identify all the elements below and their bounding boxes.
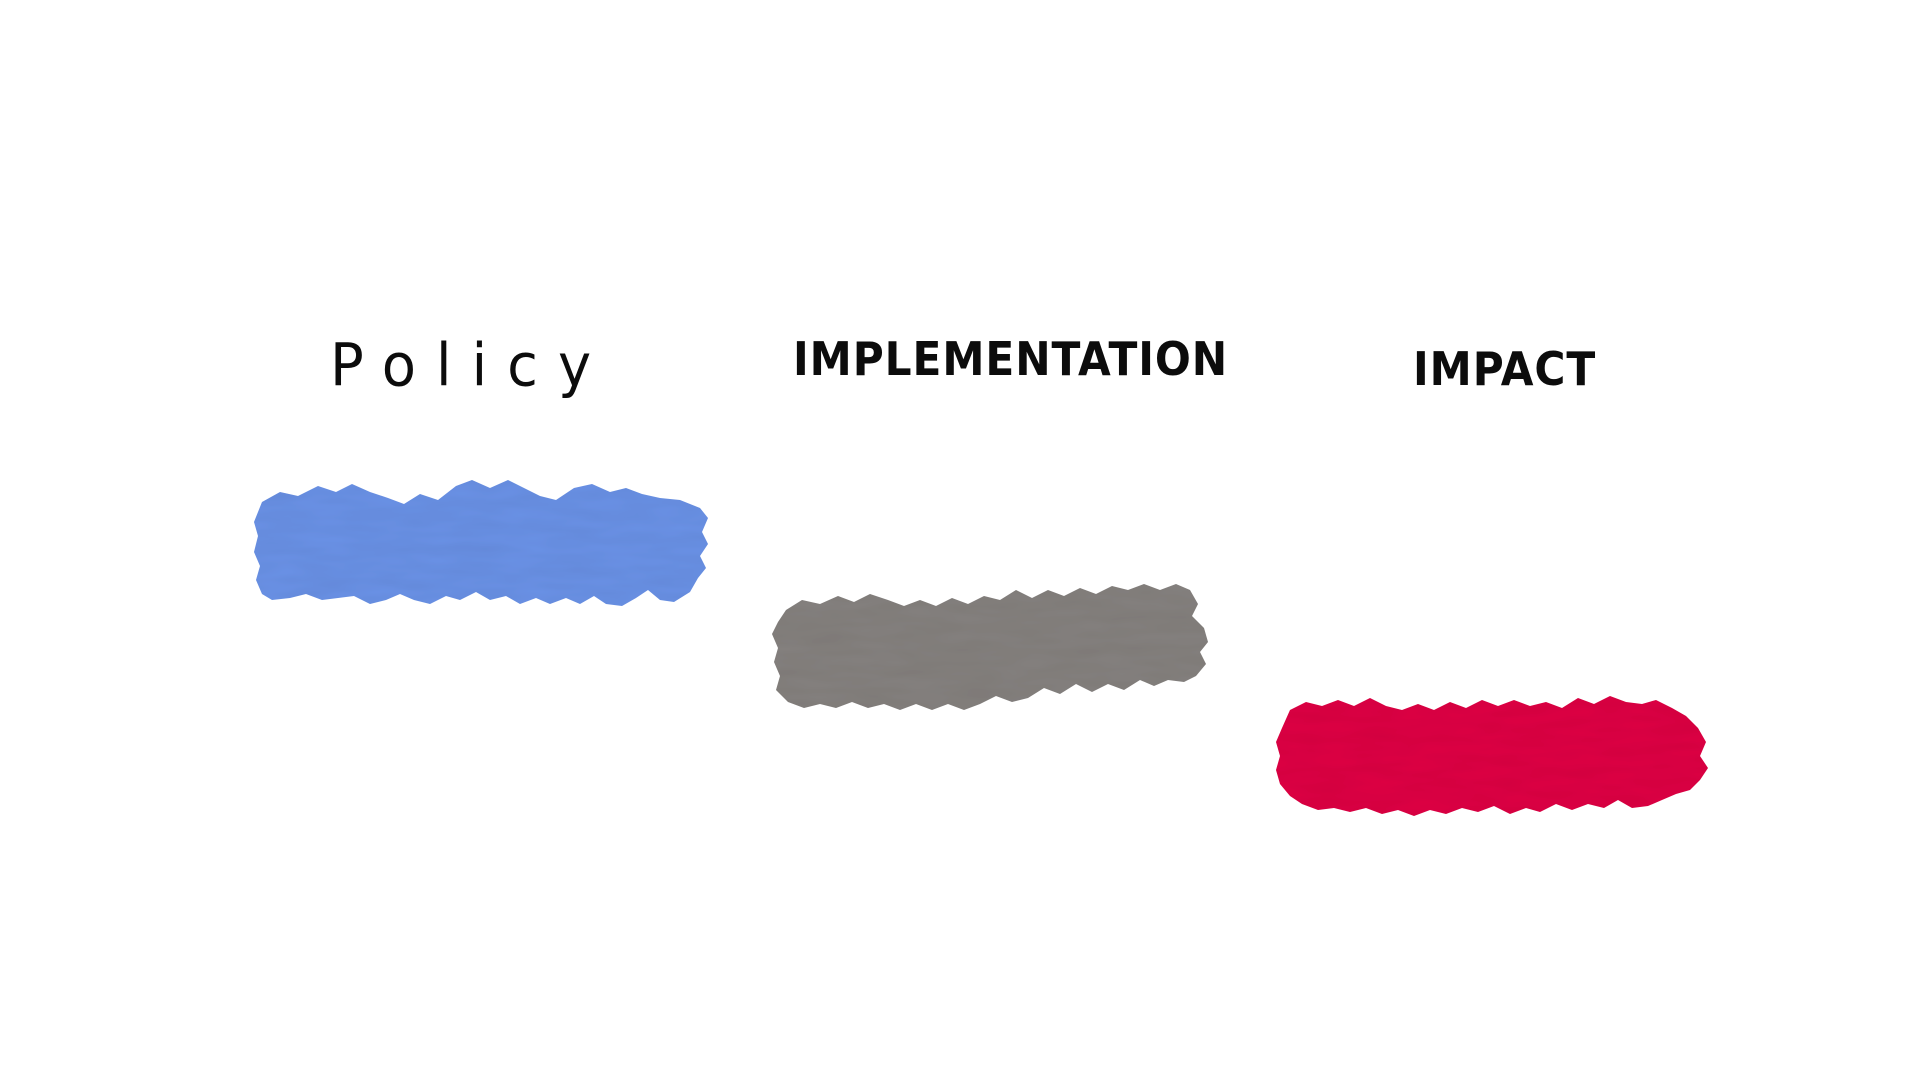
stage-label-impact: IMPACT bbox=[1413, 342, 1597, 396]
swatch-policy bbox=[254, 480, 708, 606]
stage-label-implementation: IMPLEMENTATION bbox=[793, 332, 1229, 386]
swatch-impact bbox=[1276, 696, 1708, 816]
swatch-implementation bbox=[772, 584, 1208, 710]
stage-label-policy: Policy bbox=[330, 332, 612, 401]
